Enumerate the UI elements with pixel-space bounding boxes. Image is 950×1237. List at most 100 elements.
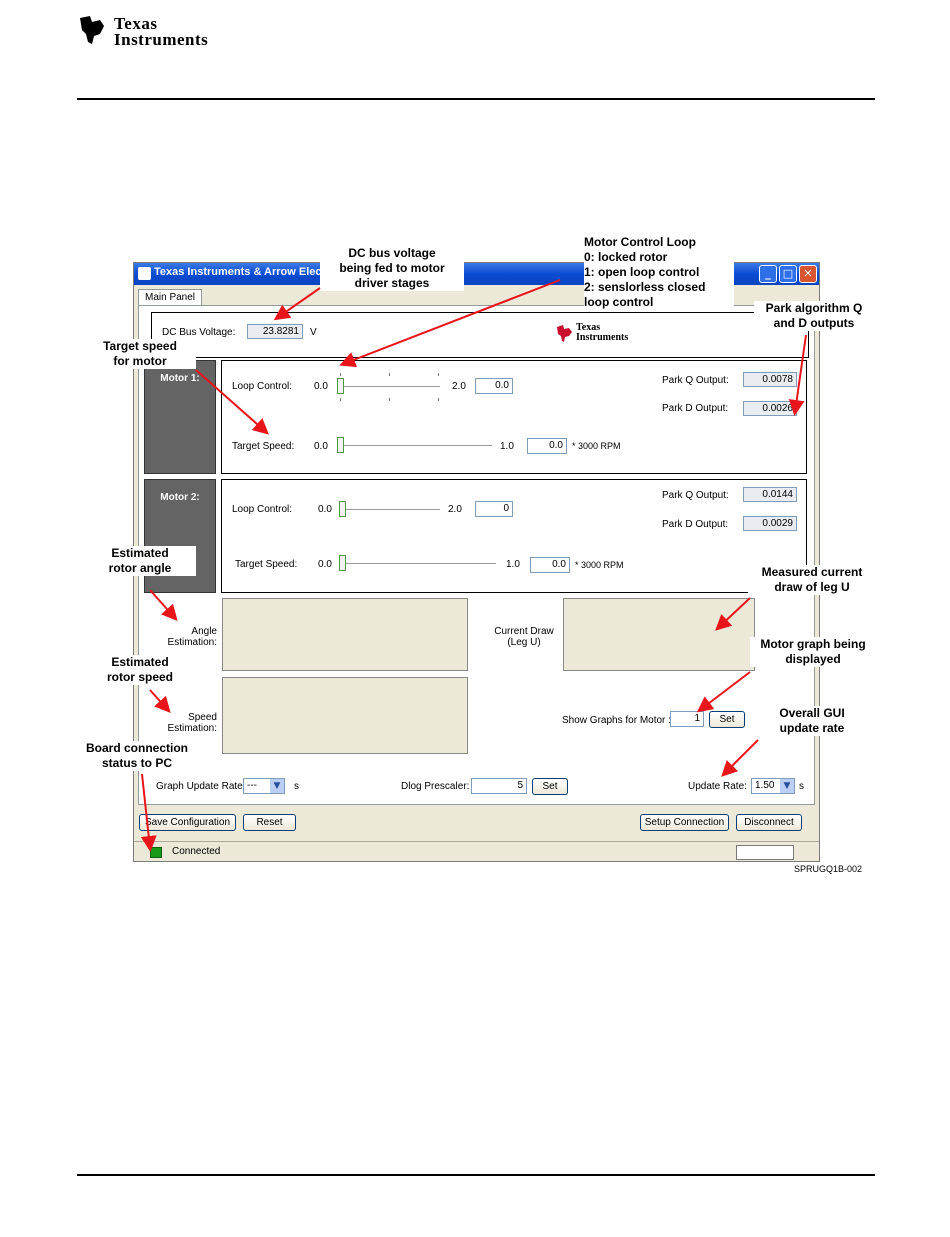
arrow-angle — [149, 589, 178, 621]
motor1-speed-slider-thumb[interactable] — [337, 437, 344, 453]
ti-state-icon — [80, 16, 104, 44]
bus-voltage-value: 23.8281 — [247, 324, 303, 339]
motor2-rpm-unit: * 3000 RPM — [575, 560, 624, 570]
motor2-park-q-label: Park Q Output: — [662, 490, 729, 501]
update-rate-select[interactable]: 1.50 ▼ — [751, 778, 795, 794]
callout-rotor-speed: Estimated rotor speed — [84, 655, 196, 685]
gui-ti-logo: Texas Instruments — [556, 321, 656, 345]
header-rule — [77, 98, 875, 100]
footer-rule — [77, 1174, 875, 1176]
motor2-loop-label: Loop Control: — [232, 504, 293, 515]
motor2-speed-min: 0.0 — [318, 559, 332, 570]
status-text: Connected — [172, 846, 221, 857]
tick — [389, 373, 390, 376]
graph-update-rate-select[interactable]: --- ▼ — [243, 778, 285, 794]
callout-current: Measured current draw of leg U — [748, 565, 876, 595]
arrow-current — [715, 597, 751, 631]
reset-button[interactable]: Reset — [243, 814, 296, 831]
motor2-speed-max: 1.0 — [506, 559, 520, 570]
graph-update-rate-unit: s — [294, 781, 299, 792]
app-icon — [138, 267, 151, 280]
status-panel — [736, 845, 794, 860]
dlog-prescaler-label: Dlog Prescaler: — [401, 781, 470, 792]
close-button[interactable]: ✕ — [799, 265, 817, 283]
bus-voltage-unit: V — [310, 327, 317, 338]
chevron-down-icon: ▼ — [780, 779, 794, 793]
motor2-speed-slider-track[interactable] — [342, 563, 496, 564]
tick — [340, 398, 341, 401]
motor1-loop-min: 0.0 — [314, 381, 328, 392]
motor2-loop-slider-track[interactable] — [342, 509, 440, 510]
arrow-park — [788, 334, 807, 416]
tick — [340, 373, 341, 376]
arrow-update-rate — [721, 739, 759, 777]
motor2-group: Loop Control: 0.0 2.0 0 Target Speed: 0.… — [221, 479, 807, 593]
tab-main-panel[interactable]: Main Panel — [138, 289, 203, 306]
motor1-title: Motor 1: — [160, 373, 200, 384]
callout-connection: Board connection status to PC — [78, 741, 196, 771]
status-bar: Connected — [134, 841, 819, 861]
tick — [438, 373, 439, 376]
motor2-loop-slider-thumb[interactable] — [339, 501, 346, 517]
motor2-loop-max: 2.0 — [448, 504, 462, 515]
motor1-loop-input[interactable]: 0.0 — [475, 378, 513, 394]
figure-id: SPRUGQ1B-002 — [794, 864, 863, 874]
motor1-group: Loop Control: 0.0 2.0 0.0 Target Speed: … — [221, 360, 807, 474]
logo-text-texas: Texas — [114, 14, 158, 33]
motor1-loop-label: Loop Control: — [232, 381, 293, 392]
motor1-speed-min: 0.0 — [314, 441, 328, 452]
graph-update-rate-label: Graph Update Rate: — [156, 781, 246, 792]
disconnect-button[interactable]: Disconnect — [736, 814, 802, 831]
motor2-park-q-value: 0.0144 — [743, 487, 797, 502]
motor2-speed-slider-thumb[interactable] — [339, 555, 346, 571]
callout-park: Park algorithm Q and D outputs — [754, 301, 874, 331]
setup-connection-button[interactable]: Setup Connection — [640, 814, 729, 831]
motor2-loop-input[interactable]: 0 — [475, 501, 513, 517]
tick — [438, 398, 439, 401]
arrow-motor-graph — [696, 671, 751, 713]
bus-voltage-group: DC Bus Voltage: 23.8281 V Texas Instrume… — [151, 312, 809, 358]
arrow-rotor-speed — [149, 689, 171, 713]
update-rate-unit: s — [799, 781, 804, 792]
motor2-park-d-value: 0.0029 — [743, 516, 797, 531]
motor1-park-d-label: Park D Output: — [662, 403, 729, 414]
motor1-loop-max: 2.0 — [452, 381, 466, 392]
dlog-set-button[interactable]: Set — [532, 778, 568, 795]
motor1-loop-slider-track[interactable] — [340, 386, 440, 387]
update-rate-label: Update Rate: — [688, 781, 747, 792]
motor1-park-q-value: 0.0078 — [743, 372, 797, 387]
show-graphs-input[interactable]: 1 — [670, 711, 704, 727]
motor2-title: Motor 2: — [160, 492, 200, 503]
motor2-speed-label: Target Speed: — [235, 559, 298, 570]
maximize-button[interactable]: □ — [779, 265, 797, 283]
tick — [389, 398, 390, 401]
update-rate-value: 1.50 — [755, 780, 775, 791]
motor1-header: Motor 1: — [144, 360, 216, 474]
dlog-prescaler-input[interactable]: 5 — [471, 778, 527, 794]
chevron-down-icon: ▼ — [270, 779, 284, 793]
arrow-target-speed — [195, 369, 269, 435]
motor2-speed-input[interactable]: 0.0 — [530, 557, 570, 573]
motor1-speed-label: Target Speed: — [232, 441, 295, 452]
graph-update-rate-value: --- — [247, 780, 257, 791]
callout-dc-bus: DC bus voltage being fed to motor driver… — [320, 246, 464, 291]
main-panel: DC Bus Voltage: 23.8281 V Texas Instrume… — [138, 305, 815, 805]
motor2-park-d-label: Park D Output: — [662, 519, 729, 530]
minimize-button[interactable]: _ — [759, 265, 777, 283]
callout-motor-graph: Motor graph being displayed — [750, 637, 876, 667]
motor1-speed-slider-track[interactable] — [340, 445, 492, 446]
show-graphs-set-button[interactable]: Set — [709, 711, 745, 728]
save-configuration-button[interactable]: Save Configuration — [139, 814, 236, 831]
callout-loop: Motor Control Loop 0: locked rotor 1: op… — [584, 235, 734, 310]
motor1-speed-input[interactable]: 0.0 — [527, 438, 567, 454]
gui-ti-state-icon — [557, 325, 572, 342]
show-graphs-label: Show Graphs for Motor : — [562, 715, 671, 726]
arrow-loop — [339, 279, 561, 368]
bus-voltage-label: DC Bus Voltage: — [162, 327, 236, 338]
motor1-speed-max: 1.0 — [500, 441, 514, 452]
motor1-rpm-unit: * 3000 RPM — [572, 441, 621, 451]
motor1-loop-slider-thumb[interactable] — [337, 378, 344, 394]
angle-graph — [222, 598, 468, 671]
speed-graph — [222, 677, 468, 754]
